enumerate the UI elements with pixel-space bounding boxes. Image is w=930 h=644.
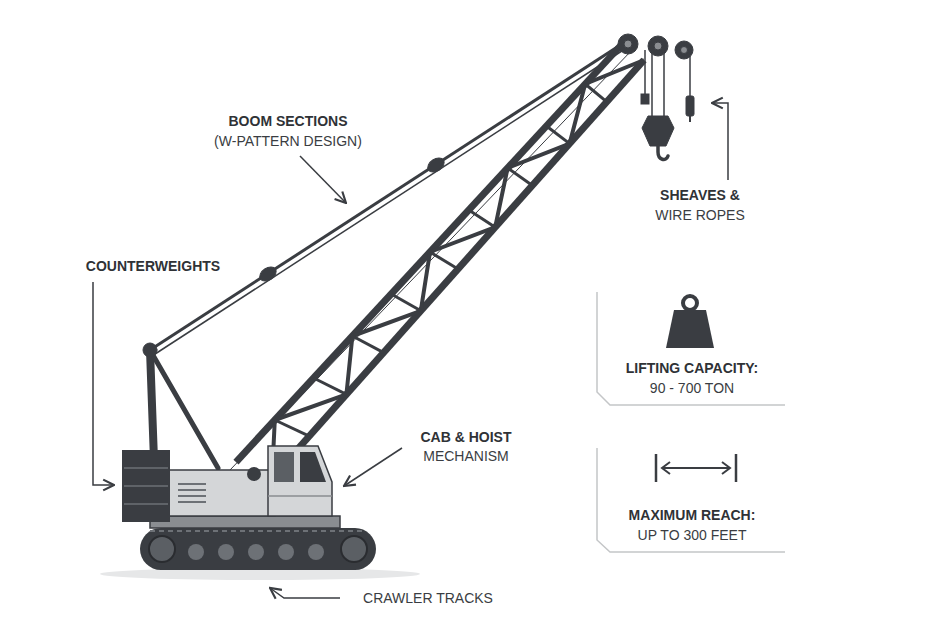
leader-lines-part [300, 156, 346, 203]
reach-icon [656, 454, 736, 482]
counterweight-stack-part [122, 450, 170, 522]
reach-icon-part [662, 467, 730, 469]
crawler-tracks-part [248, 544, 264, 560]
crawler-tracks-part [218, 544, 234, 560]
hook-block [641, 94, 694, 159]
panel-brackets-part [597, 448, 785, 552]
panel-value: UP TO 300 FEET [638, 525, 747, 545]
hook-block-part [686, 96, 694, 116]
operator-cab [268, 446, 332, 516]
part-label: CRAWLER TRACKS [363, 589, 493, 607]
leader-lines [93, 103, 728, 598]
hoist-ropes-part [663, 54, 665, 118]
weight-icon-part [683, 296, 697, 310]
machinery-house-part [178, 489, 206, 491]
panel-brackets [597, 292, 785, 552]
pendant-ropes-part [257, 264, 279, 284]
info-panel: LIFTING CAPACITY:90 - 700 TON [597, 290, 787, 408]
sheave-head-part [654, 42, 662, 50]
crawler-tracks [140, 528, 376, 570]
counterweight-stack-part [124, 485, 168, 487]
panel-heading: LIFTING CAPACITY: [626, 358, 758, 378]
hoist-ropes-part [651, 54, 653, 118]
leader-lines-part [344, 448, 402, 486]
crawler-tracks-part [278, 544, 294, 560]
leader-lines-part [270, 588, 340, 598]
mast-frame [143, 343, 218, 468]
upper-platform-part [150, 516, 340, 528]
crawler-tracks-part [308, 544, 324, 560]
part-label: BOOM SECTIONS [228, 112, 347, 130]
part-note: WIRE ROPES [655, 206, 744, 224]
crawler-tracks-part [140, 528, 376, 570]
hoist-ropes [645, 50, 690, 118]
machinery-house-part [178, 495, 206, 497]
boom-lattice-part [585, 84, 607, 102]
sheave-head-part [618, 34, 638, 54]
panel-value: 90 - 700 TON [650, 378, 734, 398]
reach-icon-part [655, 454, 658, 482]
weight-icon-part [666, 310, 714, 348]
operator-cab-part [268, 446, 332, 516]
boom-lattice-part [546, 126, 569, 144]
part-label: COUNTERWEIGHTS [86, 257, 220, 275]
crawler-tracks-part [341, 536, 367, 562]
pendant-ropes [150, 42, 632, 470]
boom-lattice-part [275, 420, 309, 436]
crawler-tracks-part [150, 530, 366, 532]
boom-lattice-part [469, 210, 495, 227]
crawler-tracks-part [149, 536, 175, 562]
hoist-ropes-part [644, 50, 646, 96]
hook-block-part [641, 94, 649, 104]
boom-lattice-part [508, 168, 533, 185]
pendant-ropes-part [425, 155, 447, 175]
hook-block-part [689, 116, 691, 122]
boom-lattice-part [314, 378, 347, 394]
counterweight-stack-part [124, 467, 168, 469]
machinery-house [165, 467, 275, 516]
operator-cab-part [268, 495, 332, 497]
sheave-head-part [624, 40, 632, 48]
boom-lattice-part [352, 336, 383, 353]
operator-cab-part [300, 452, 326, 482]
upper-platform [150, 516, 340, 528]
sheave-head-part [681, 47, 688, 54]
pendant-ropes-part [152, 47, 628, 356]
part-label: CAB & HOIST [421, 428, 512, 446]
panel-brackets-part [597, 292, 785, 405]
mast-frame-part [143, 343, 157, 357]
boom-lattice [236, 42, 644, 478]
hoist-ropes-part [689, 56, 691, 96]
boom-lattice-part [430, 252, 458, 269]
part-note: MECHANISM [423, 447, 509, 465]
machinery-house-part [178, 501, 206, 503]
panel-heading: MAXIMUM REACH: [629, 505, 756, 525]
counterweight-stack [122, 450, 170, 522]
part-note: (W-PATTERN DESIGN) [214, 132, 362, 150]
weight-icon [666, 296, 714, 348]
sheave-head-part [648, 36, 668, 56]
hook-block-part [658, 146, 668, 159]
sheave-head [618, 34, 693, 59]
boom-lattice-part [236, 42, 624, 462]
leader-lines-part [712, 103, 728, 180]
crawler-tracks-part [188, 544, 204, 560]
info-panel: MAXIMUM REACH:UP TO 300 FEET [597, 445, 787, 555]
reach-icon-part [735, 454, 738, 482]
leader-lines-part [93, 282, 114, 485]
operator-cab-part [274, 452, 294, 482]
pendant-ropes-part [150, 42, 625, 350]
boom-lattice-part [391, 294, 421, 311]
counterweight-stack-part [124, 503, 168, 505]
reach-icon-part [662, 462, 670, 474]
reach-icon-part [722, 462, 730, 474]
part-label: SHEAVES & [660, 186, 740, 204]
mast-frame-part [150, 350, 154, 460]
hook-block-part [642, 116, 674, 146]
machinery-house-part [247, 467, 261, 481]
machinery-house-part [178, 483, 206, 485]
